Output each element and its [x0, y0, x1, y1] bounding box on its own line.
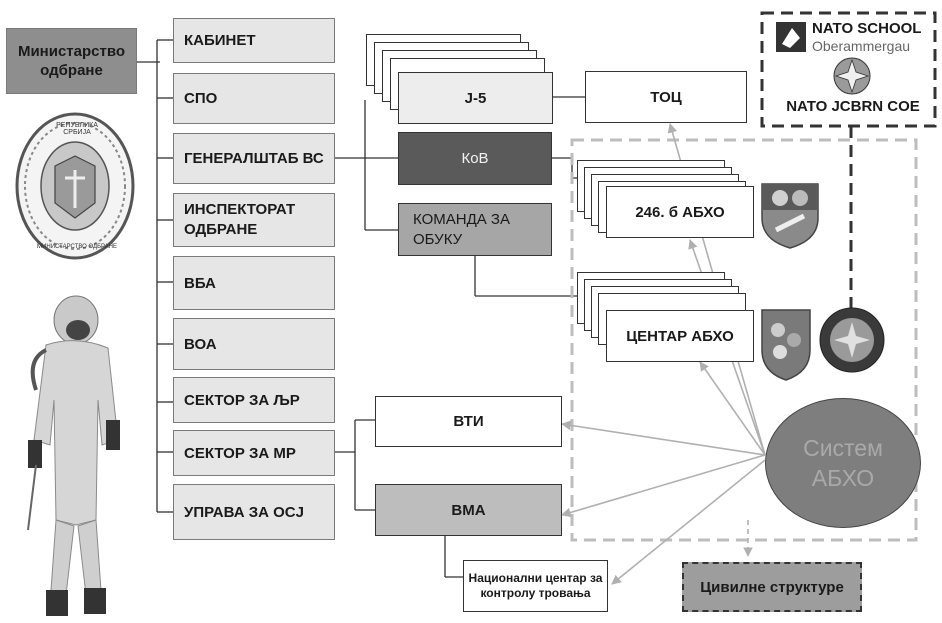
- partnership-training-badge-icon: [819, 307, 885, 373]
- org-inspektorat-line2: ОДБРАНЕ: [184, 221, 258, 238]
- org-toc: ТОЦ: [585, 71, 747, 123]
- org-komanda-obuka: КОМАНДА ЗА ОБУКУ: [398, 203, 552, 256]
- org-sektor-ljr: СЕКТОР ЗА ЉР: [173, 377, 335, 423]
- org-voa-label: ВОА: [184, 335, 217, 353]
- org-generalstab-label: ГЕНЕРАЛШТАБ ВС: [184, 150, 324, 167]
- cbrn-soldier-figure: [27, 295, 120, 616]
- org-j5-label: J-5: [464, 89, 487, 107]
- org-centar-label: ЦЕНТАР АБХО: [626, 327, 734, 345]
- battalion-badge-icon: [761, 183, 819, 249]
- ministry-line1: Министарство: [17, 43, 126, 60]
- org-vti: ВТИ: [375, 396, 562, 447]
- org-ncz-line2: контролу тровања: [480, 586, 591, 600]
- org-voa: ВОА: [173, 318, 335, 370]
- emblem-top-text: РЕПУБЛИКА СРБИЈА: [56, 122, 98, 136]
- org-j5: J-5: [398, 72, 553, 124]
- org-vma-label: ВМА: [451, 501, 486, 519]
- nato-school-icon: [776, 22, 806, 52]
- org-sektor-mr: СЕКТОР ЗА МР: [173, 430, 335, 476]
- sistem-line2: АБХО: [811, 465, 875, 491]
- org-civilne-strukture: Цивилне структуре: [682, 562, 862, 612]
- ministry-line2: одбране: [40, 62, 103, 79]
- emblem-bottom-text: МИНИСТАРСТВО ОДБРАНЕ: [37, 244, 117, 250]
- org-komanda-line2: ОБУКУ: [413, 230, 463, 248]
- org-sektor-ljr-label: СЕКТОР ЗА ЉР: [184, 391, 300, 409]
- org-kov-label: КоВ: [461, 150, 489, 167]
- nato-school-title: NATO SCHOOL: [812, 20, 922, 37]
- nato-school-logo: NATO SCHOOL Oberammergau: [770, 18, 930, 58]
- sistem-line1: Систем: [803, 435, 883, 461]
- org-vma: ВМА: [375, 484, 562, 536]
- nato-school-subtitle: Oberammergau: [812, 38, 911, 54]
- org-generalstab: ГЕНЕРАЛШТАБ ВС: [173, 133, 335, 184]
- org-sektor-mr-label: СЕКТОР ЗА МР: [184, 444, 296, 462]
- nato-jcbrn-label: NATO JCBRN COE: [786, 98, 920, 115]
- nato-jcbrn-emblem-icon: [833, 57, 871, 95]
- org-kov: КоВ: [398, 132, 552, 185]
- org-246-b-abho: 246. б АБХО: [606, 186, 754, 238]
- ministry-box: Министарство одбране: [6, 28, 137, 94]
- centar-badge-icon: [761, 309, 811, 381]
- org-spo-label: СПО: [184, 90, 218, 107]
- ministry-emblem: РЕПУБЛИКА СРБИЈА МИНИСТАРСТВО ОДБРАНЕ: [10, 108, 140, 268]
- org-vba-label: ВБА: [184, 274, 216, 292]
- org-spo: СПО: [173, 73, 335, 124]
- org-centar-abho: ЦЕНТАР АБХО: [606, 310, 754, 362]
- org-inspektorat: ИНСПЕКТОРАТ ОДБРАНЕ: [173, 193, 335, 247]
- emblem-graphic: [15, 112, 135, 260]
- sistem-abho-circle: Систем АБХО: [765, 398, 921, 528]
- org-kabinet-label: КАБИНЕТ: [184, 32, 256, 49]
- org-vba: ВБА: [173, 256, 335, 310]
- org-nacionalni-centar: Национални центар за контролу тровања: [463, 560, 608, 612]
- org-uprava-osj-label: УПРАВА ЗА ОСЈ: [184, 503, 304, 521]
- org-ncz-line1: Национални центар за: [468, 571, 603, 585]
- org-civilne-label: Цивилне структуре: [700, 578, 844, 596]
- org-inspektorat-line1: ИНСПЕКТОРАТ: [184, 201, 296, 218]
- org-246-label: 246. б АБХО: [635, 203, 725, 221]
- org-vti-label: ВТИ: [453, 413, 484, 430]
- org-toc-label: ТОЦ: [650, 88, 682, 106]
- org-uprava-osj: УПРАВА ЗА ОСЈ: [173, 484, 335, 540]
- org-komanda-line1: КОМАНДА ЗА: [413, 210, 510, 228]
- org-kabinet: КАБИНЕТ: [173, 18, 335, 63]
